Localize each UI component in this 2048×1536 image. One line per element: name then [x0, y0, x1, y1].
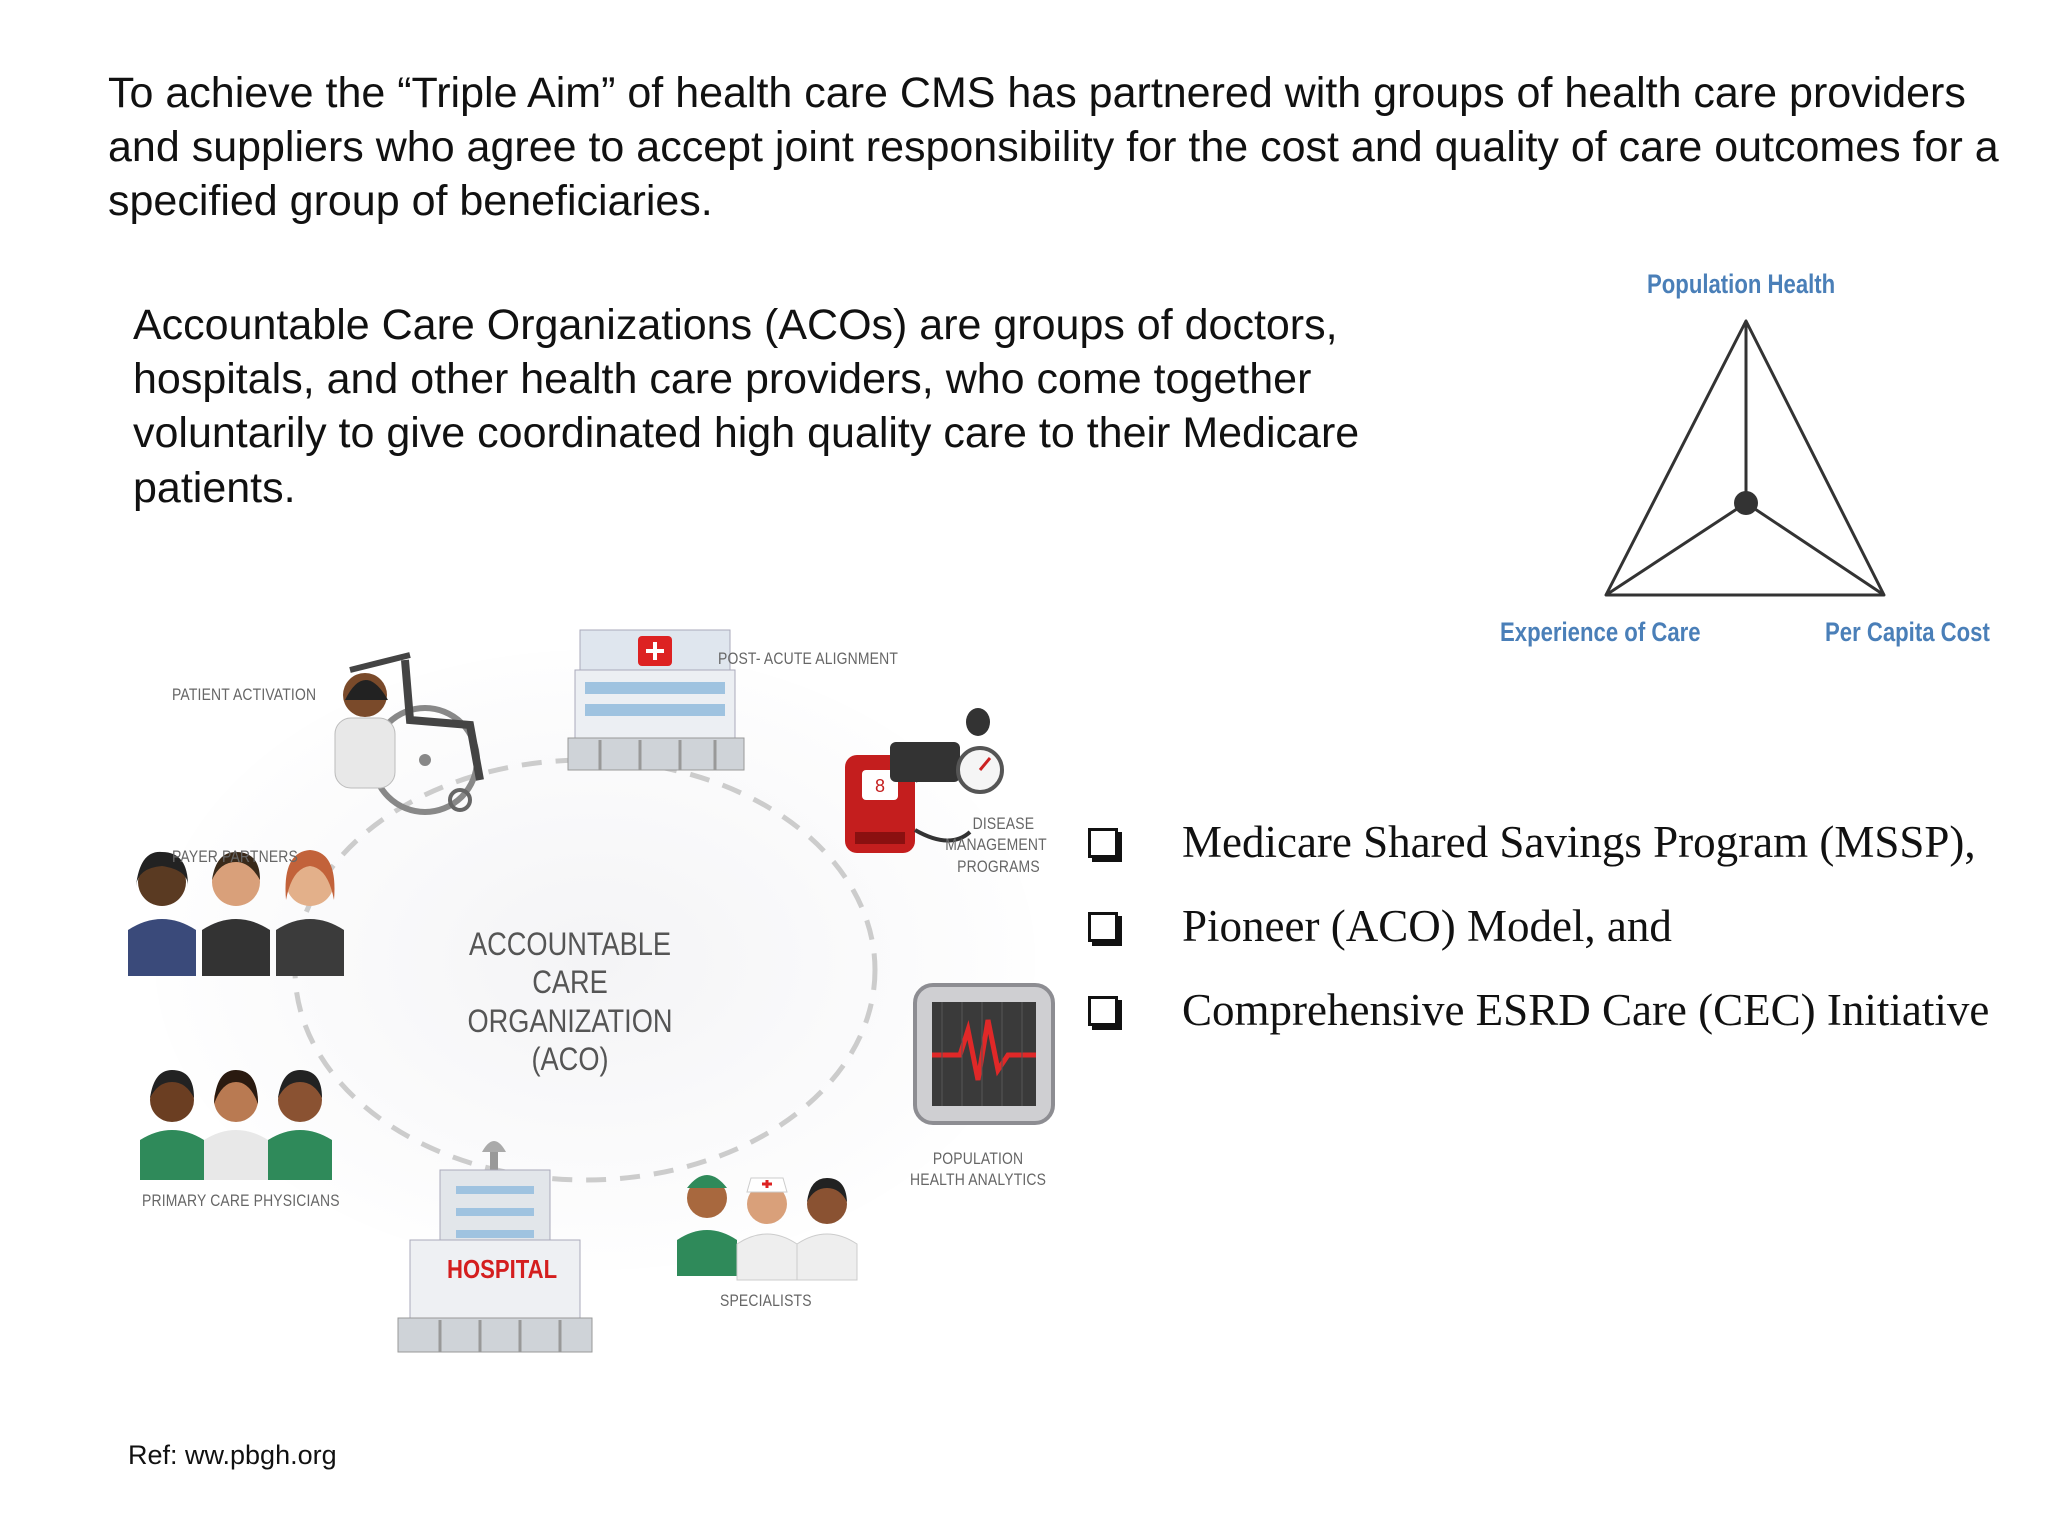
blood-pressure-monitor-icon: 8: [845, 708, 1004, 853]
label-post-acute-alignment: POST- ACUTE ALIGNMENT: [718, 649, 899, 668]
program-item: Comprehensive ESRD Care (CEC) Initiative: [1088, 968, 1989, 1052]
specialists-icon: [677, 1175, 858, 1281]
label-payer-partners: PAYER PARTNERS: [172, 847, 298, 866]
aco-definition-paragraph: Accountable Care Organizations (ACOs) ar…: [133, 301, 1360, 512]
triple-aim-spoke-right: [1745, 501, 1885, 597]
program-label: Comprehensive ESRD Care (CEC) Initiative: [1182, 985, 1990, 1035]
label-experience-of-care: Experience of Care: [1500, 617, 1701, 647]
triple-aim-spoke-left: [1605, 501, 1747, 597]
people-group-icon: [128, 850, 344, 976]
checkbox-bullet-icon: [1088, 996, 1118, 1026]
label-disease-management: DISEASE MANAGEMENT PROGRAMS: [945, 814, 1047, 876]
program-label: Medicare Shared Savings Program (MSSP),: [1182, 817, 1976, 867]
label-patient-activation: PATIENT ACTIVATION: [172, 685, 317, 704]
triple-aim-diagram: Population Health Experience of Care Per…: [1460, 255, 2020, 675]
reference-note: Ref: ww.pbgh.org: [128, 1440, 337, 1470]
label-specialists: SPECIALISTS: [720, 1291, 812, 1310]
clinic-building-icon: [567, 629, 745, 771]
label-population-health: Population Health: [1647, 269, 1836, 299]
program-item: Pioneer (ACO) Model, and: [1088, 884, 1989, 968]
label-per-capita-cost: Per Capita Cost: [1825, 617, 1990, 647]
intro-paragraph: To achieve the “Triple Aim” of health ca…: [108, 69, 1999, 226]
wheelchair-icon: [334, 652, 484, 815]
triple-aim-center-dot: [1734, 491, 1758, 515]
doctors-group-icon: [140, 1070, 332, 1180]
svg-text:8: 8: [875, 776, 885, 796]
hospital-building-icon: [397, 1141, 593, 1353]
program-item: Medicare Shared Savings Program (MSSP),: [1088, 800, 1989, 884]
program-label: Pioneer (ACO) Model, and: [1182, 901, 1672, 951]
aco-center-label: ACCOUNTABLE CARE ORGANIZATION (ACO): [467, 926, 673, 1078]
aco-diagram: 8: [110, 600, 1070, 1360]
checkbox-bullet-icon: [1088, 912, 1118, 942]
program-list: Medicare Shared Savings Program (MSSP), …: [1088, 800, 1989, 1052]
checkbox-bullet-icon: [1088, 828, 1118, 858]
hospital-sign: HOSPITAL: [447, 1254, 558, 1284]
label-population-health-analytics: POPULATION HEALTH ANALYTICS: [910, 1149, 1047, 1190]
triple-aim-triangle: [1604, 319, 1886, 597]
label-primary-care-physicians: PRIMARY CARE PHYSICIANS: [142, 1191, 340, 1210]
heart-monitor-icon: [913, 983, 1055, 1125]
